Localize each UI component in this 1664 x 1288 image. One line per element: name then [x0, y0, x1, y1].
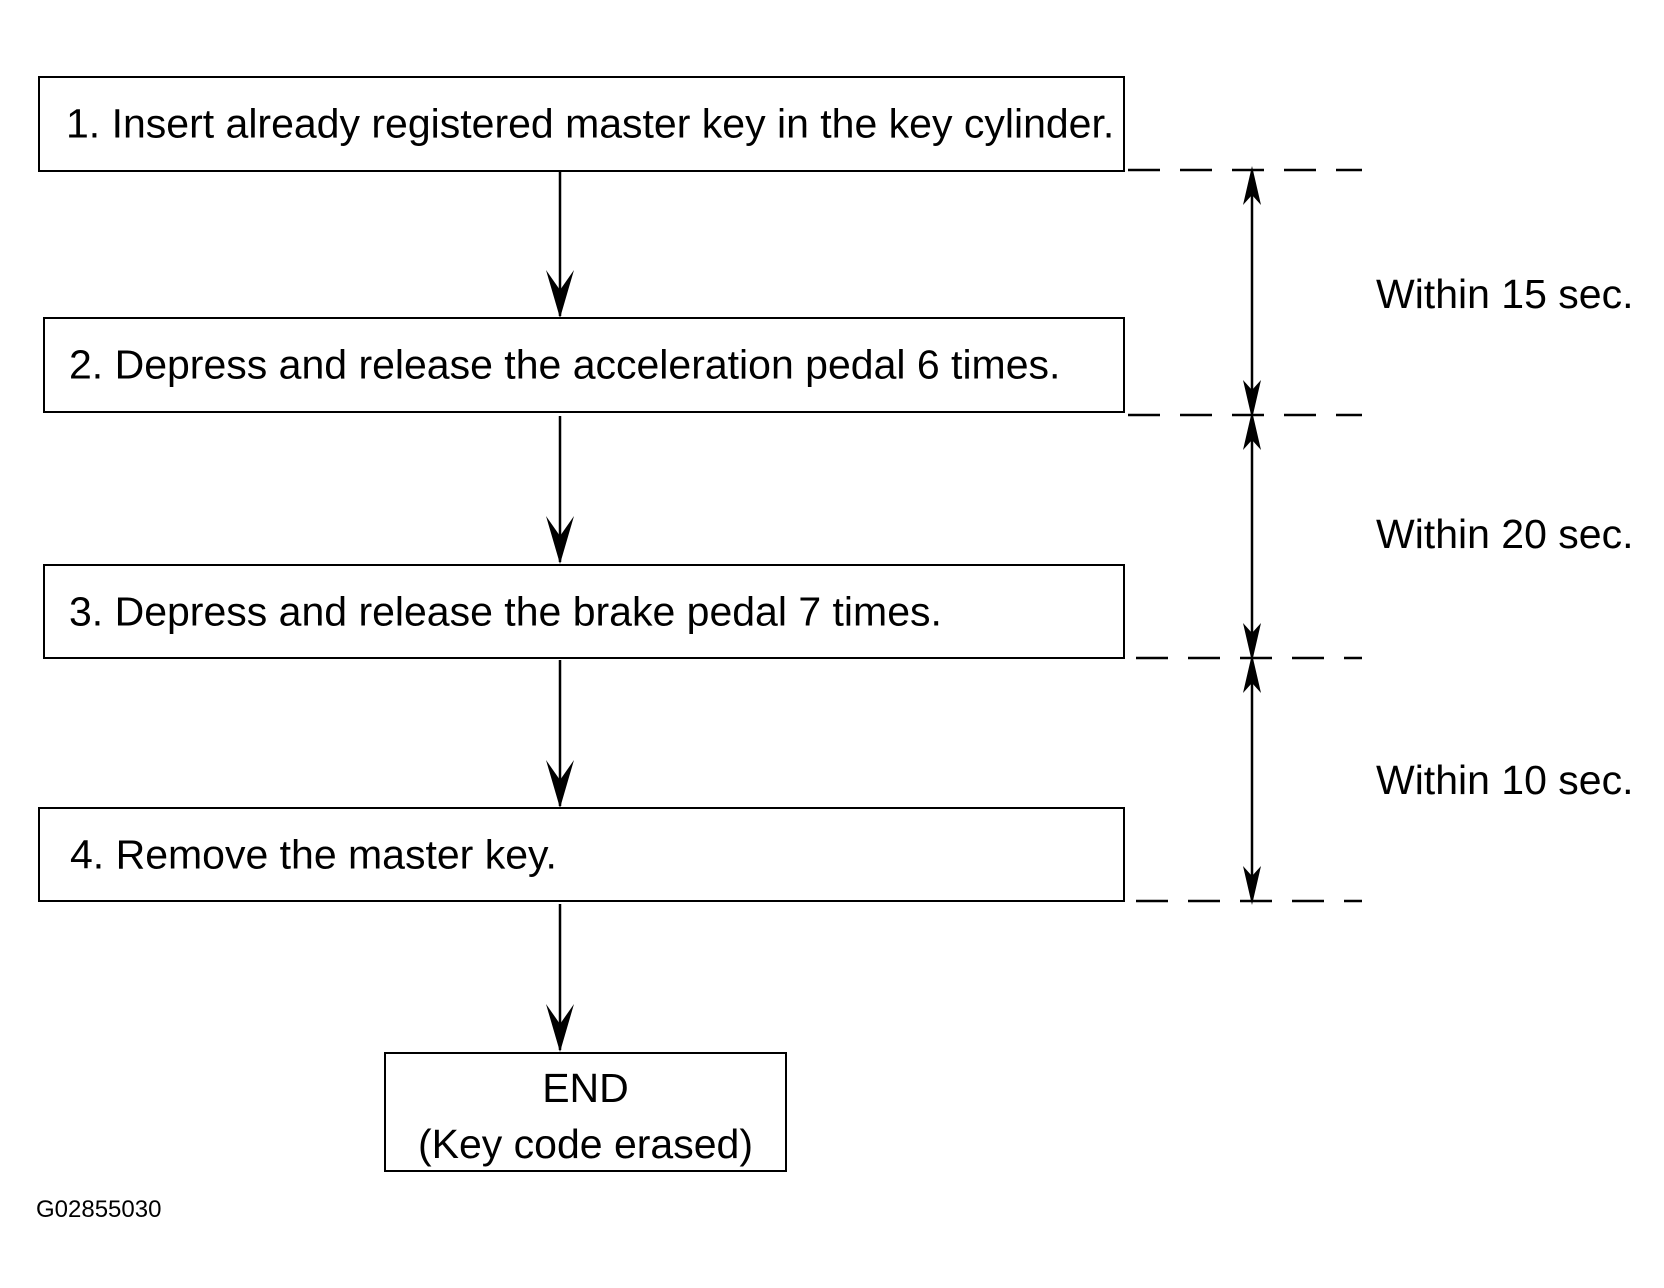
interval-label-3: Within 10 sec.: [1376, 757, 1634, 803]
flow-arrowhead-4-end: [546, 1004, 574, 1052]
end-box: END (Key code erased): [384, 1052, 787, 1172]
timing-arrowhead-2-top: [1243, 411, 1261, 450]
step-box-3: 3. Depress and release the brake pedal 7…: [43, 564, 1125, 659]
step-box-1: 1. Insert already registered master key …: [38, 76, 1125, 172]
step-text-3: 3. Depress and release the brake pedal 7…: [69, 588, 942, 634]
step-text-1: 1. Insert already registered master key …: [66, 100, 1115, 147]
step-box-2: 2. Depress and release the acceleration …: [43, 317, 1125, 413]
timing-arrowhead-2-bottom: [1243, 623, 1261, 662]
step-text-2: 2. Depress and release the acceleration …: [69, 341, 1061, 388]
interval-label-1: Within 15 sec.: [1376, 271, 1634, 317]
end-title: END: [542, 1065, 629, 1111]
step-box-4: 4. Remove the master key.: [38, 807, 1125, 902]
step-text-4: 4. Remove the master key.: [70, 831, 557, 877]
figure-id: G02855030: [36, 1196, 162, 1223]
flow-arrowhead-2-3: [546, 516, 574, 564]
flow-arrowhead-1-2: [546, 270, 574, 318]
timing-dashed-lines: [1128, 168, 1362, 903]
flow-arrowhead-3-4: [546, 760, 574, 808]
timing-arrowhead-1-bottom: [1243, 380, 1261, 419]
interval-label-2: Within 20 sec.: [1376, 511, 1634, 557]
timing-arrows: [1243, 166, 1261, 905]
timing-arrowhead-3-bottom: [1243, 866, 1261, 905]
flow-arrows: [546, 172, 574, 1052]
timing-arrowhead-3-top: [1243, 654, 1261, 693]
timing-arrowhead-1-top: [1243, 166, 1261, 205]
end-subtitle: (Key code erased): [417, 1121, 753, 1167]
